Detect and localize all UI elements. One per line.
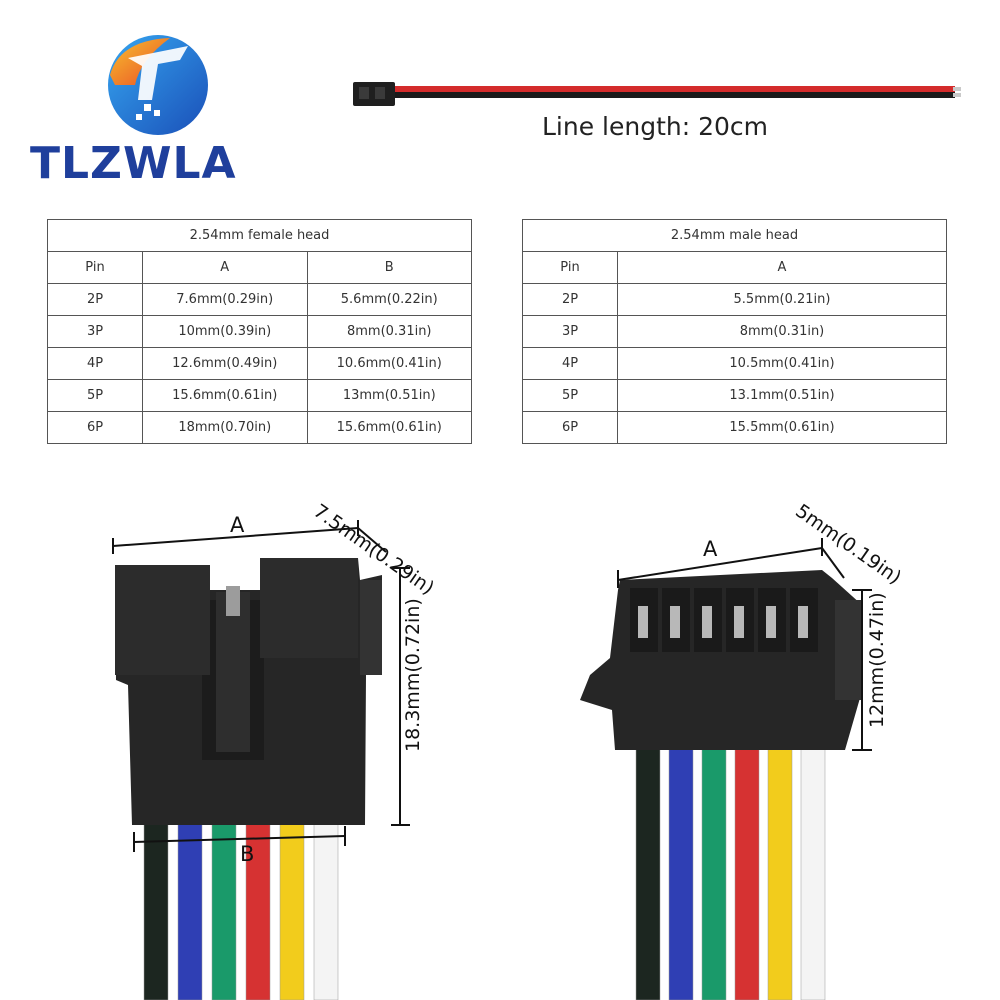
table-cell: 5P [47,379,143,412]
column-header: Pin [47,251,143,284]
table-row: 4P 12.6mm(0.49in) 10.6mm(0.41in) [47,347,472,380]
wire [211,814,237,1000]
wire [668,739,694,1000]
cable-2pin-image [353,82,961,106]
table-row: 5P 13.1mm(0.51in) [522,379,947,412]
table-row: 5P 15.6mm(0.61in) 13mm(0.51in) [47,379,472,412]
table-cell: 13.1mm(0.51in) [617,379,947,412]
female-wires [143,814,339,1000]
table-row: 6P 18mm(0.70in) 15.6mm(0.61in) [47,411,472,444]
line-length-caption: Line length: 20cm [542,112,769,141]
brand-name: TLZWLA [30,138,237,189]
wire [800,739,826,1000]
table-cell: 8mm(0.31in) [617,315,947,348]
female-dim-height-label: 18.3mm(0.72in) [402,598,424,752]
column-header: A [142,251,308,284]
table-cell: 2P [522,283,618,316]
column-header: B [306,251,472,284]
wire [143,814,169,1000]
table-cell: 6P [522,411,618,444]
table-cell: 5.5mm(0.21in) [617,283,947,316]
table-cell: 15.5mm(0.61in) [617,411,947,444]
table-row: 3P 8mm(0.31in) [522,315,947,348]
table-cell: 8mm(0.31in) [306,315,472,348]
column-header: A [617,251,947,284]
male-connector [580,538,872,1000]
table-cell: 12.6mm(0.49in) [142,347,308,380]
table-row: 2P 5.5mm(0.21in) [522,283,947,316]
wire [177,814,203,1000]
female-head-table: 2.54mm female head Pin A B 2P 7.6mm(0.29… [47,219,472,444]
female-dim-a-label: A [230,513,245,537]
column-header: Pin [522,251,618,284]
table-cell: 3P [522,315,618,348]
table-row: 2P 7.6mm(0.29in) 5.6mm(0.22in) [47,283,472,316]
table-cell: 6P [47,411,143,444]
table-cell: 10.6mm(0.41in) [306,347,472,380]
wire [313,814,339,1000]
table-title: 2.54mm male head [522,219,947,252]
wire [635,739,661,1000]
table-title: 2.54mm female head [47,219,472,252]
male-dim-a-label: A [703,537,718,561]
male-dim-height-label: 12mm(0.47in) [866,592,888,728]
connector-photo [112,520,872,1000]
female-dim-b-label: B [240,842,255,866]
brand-logo: TLZWLA [20,30,290,190]
table-cell: 4P [47,347,143,380]
table-cell: 2P [47,283,143,316]
table-cell: 15.6mm(0.61in) [142,379,308,412]
logo-globe-icon [108,35,208,135]
wire [767,739,793,1000]
table-cell: 7.6mm(0.29in) [142,283,308,316]
table-cell: 3P [47,315,143,348]
table-cell: 10mm(0.39in) [142,315,308,348]
table-title-row: 2.54mm male head [522,219,947,252]
wire [245,814,271,1000]
table-cell: 18mm(0.70in) [142,411,308,444]
wire [279,814,305,1000]
male-wires [635,739,826,1000]
table-row: 4P 10.5mm(0.41in) [522,347,947,380]
table-title-row: 2.54mm female head [47,219,472,252]
wire [734,739,760,1000]
table-row: 3P 10mm(0.39in) 8mm(0.31in) [47,315,472,348]
table-cell: 13mm(0.51in) [306,379,472,412]
table-header-row: Pin A B [47,251,472,284]
table-cell: 10.5mm(0.41in) [617,347,947,380]
female-connector [112,520,410,1000]
wire [701,739,727,1000]
table-cell: 5.6mm(0.22in) [306,283,472,316]
table-cell: 5P [522,379,618,412]
table-cell: 4P [522,347,618,380]
table-row: 6P 15.5mm(0.61in) [522,411,947,444]
male-head-table: 2.54mm male head Pin A 2P 5.5mm(0.21in) … [522,219,947,444]
table-header-row: Pin A [522,251,947,284]
table-cell: 15.6mm(0.61in) [306,411,472,444]
